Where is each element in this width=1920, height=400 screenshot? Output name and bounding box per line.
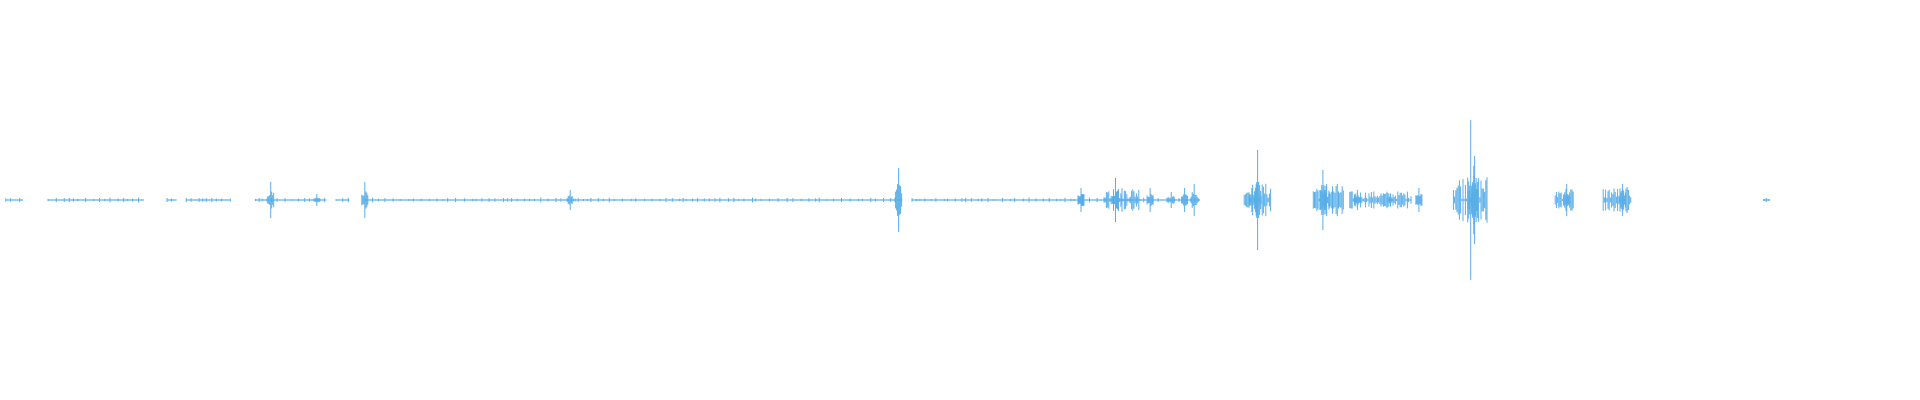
waveform-segment	[364, 199, 903, 201]
waveform-segment	[255, 199, 327, 201]
waveform-marks	[5, 120, 1770, 280]
waveform-segment	[186, 199, 231, 201]
waveform-segment	[5, 199, 24, 201]
waveform-segment	[48, 199, 144, 201]
